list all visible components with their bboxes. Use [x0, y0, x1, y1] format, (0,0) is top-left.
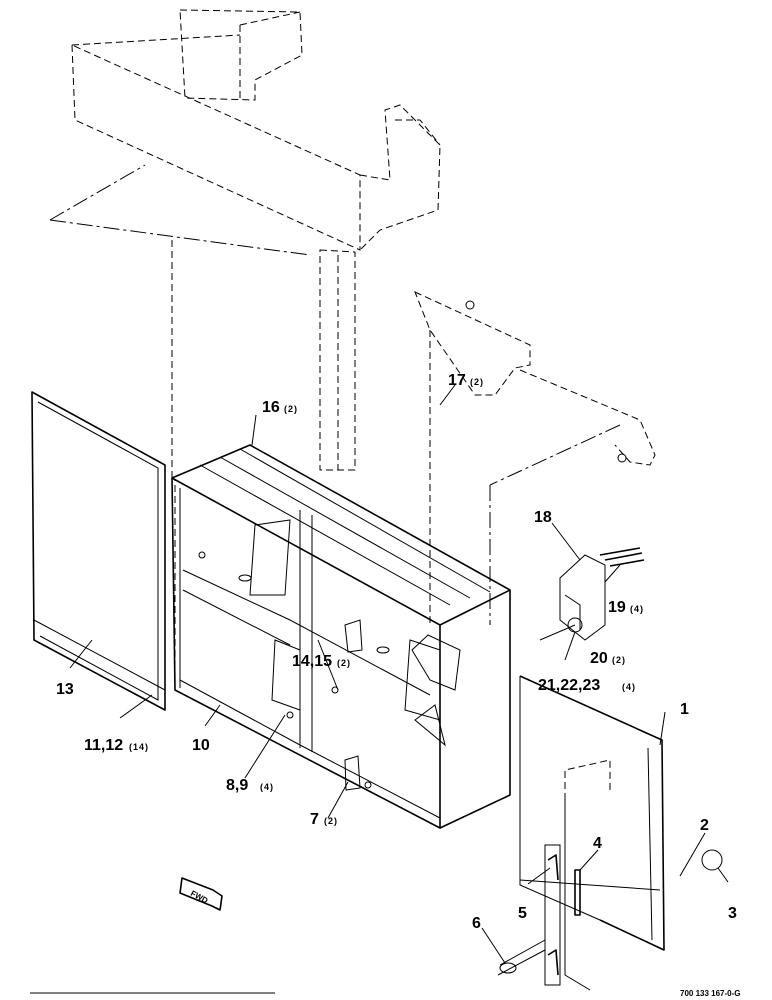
main-box-body [171, 444, 511, 829]
right-door-panel [519, 675, 665, 991]
callout-2: 2 [700, 817, 709, 834]
svg-text:3: 3 [728, 905, 737, 922]
callout-5: 5 [518, 905, 527, 922]
svg-text:10: 10 [192, 737, 210, 754]
svg-text:13: 13 [56, 681, 74, 698]
fwd-arrow-icon: FWD [179, 877, 223, 911]
callout-14-15: 14,15 (2) [292, 653, 351, 670]
callout-4: 4 [593, 835, 602, 852]
svg-text:8,9: 8,9 [226, 777, 248, 794]
svg-text:(2): (2) [284, 404, 298, 414]
callout-3: 3 [728, 905, 737, 922]
svg-text:(14): (14) [129, 742, 149, 752]
svg-text:(4): (4) [622, 682, 636, 692]
svg-text:19: 19 [608, 599, 626, 616]
svg-text:(2): (2) [337, 658, 351, 668]
svg-text:14,15: 14,15 [292, 653, 332, 670]
callout-16: 16 (2) [262, 399, 298, 416]
callout-21-22-23: 21,22,23 (4) [538, 677, 636, 694]
upper-frame-phantom [49, 9, 441, 471]
leader-lines [69, 384, 729, 964]
right-rail-phantom [414, 291, 656, 625]
callout-19: 19 (4) [608, 599, 644, 616]
svg-text:(4): (4) [260, 782, 274, 792]
svg-text:(2): (2) [612, 655, 626, 665]
callout-1: 1 [680, 701, 689, 718]
svg-text:21,22,23: 21,22,23 [538, 677, 600, 694]
latch-parts [497, 844, 723, 986]
callout-11-12: 11,12 (14) [84, 737, 149, 754]
svg-text:7: 7 [310, 811, 319, 828]
callout-18: 18 [534, 509, 552, 526]
svg-text:11,12: 11,12 [84, 737, 123, 754]
svg-text:(2): (2) [470, 377, 484, 387]
hinge-bracket-hardware [539, 547, 645, 641]
svg-text:6: 6 [472, 915, 481, 932]
svg-text:20: 20 [590, 650, 608, 667]
left-door-panel [31, 240, 173, 711]
callout-10: 10 [192, 737, 210, 754]
svg-text:2: 2 [700, 817, 709, 834]
drawing-number: 700 133 167-0-G [680, 989, 741, 998]
svg-text:(4): (4) [630, 604, 644, 614]
svg-text:1: 1 [680, 701, 689, 718]
svg-text:4: 4 [593, 835, 602, 852]
callout-20: 20 (2) [590, 650, 626, 667]
callout-6: 6 [472, 915, 481, 932]
callout-7: 7 (2) [310, 811, 338, 828]
svg-text:17: 17 [448, 372, 466, 389]
callout-8-9: 8,9 (4) [226, 777, 274, 794]
svg-text:5: 5 [518, 905, 527, 922]
callout-17: 17 (2) [448, 372, 484, 389]
svg-text:16: 16 [262, 399, 280, 416]
callout-13: 13 [56, 681, 74, 698]
svg-text:18: 18 [534, 509, 552, 526]
svg-text:(2): (2) [324, 816, 338, 826]
